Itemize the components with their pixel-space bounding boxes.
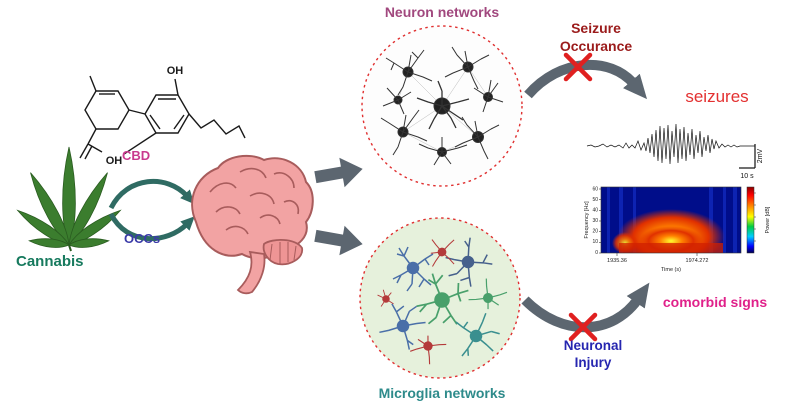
injury-block-cross-icon: [568, 312, 598, 342]
arrow-microglia-to-comorbid: [521, 282, 650, 333]
brain-icon: [191, 154, 314, 295]
arrow-brain-to-neurons: [314, 157, 363, 188]
cbd-occs-arrows: [108, 178, 195, 242]
microglia-network-image: [359, 217, 521, 379]
seizure-block-cross-icon: [563, 52, 593, 82]
spectro-ytick: 30: [592, 218, 598, 224]
spectro-ytick: 10: [592, 239, 598, 245]
arrow-brain-to-microglia: [314, 225, 363, 256]
comorbid-signs-label: comorbid signs: [662, 294, 768, 310]
seizures-label: seizures: [685, 87, 749, 106]
spectro-xtick-left: 1935.36: [607, 258, 627, 264]
spectro-colorbar-label: Power [dB]: [765, 206, 771, 233]
neuron-network-image: [361, 25, 523, 187]
occs-label: OCCs: [124, 231, 161, 246]
spectro-xlabel: Time (s): [661, 267, 681, 273]
oh-top-label: OH: [167, 65, 184, 77]
microglia-networks-title: Microglia networks: [378, 385, 506, 401]
neuronal-injury-label: Neuronal Injury: [563, 338, 623, 370]
spectro-xtick-right: 1974.272: [686, 258, 709, 264]
spectro-ytick: 0: [595, 250, 598, 256]
cannabis-leaf-icon: [16, 146, 122, 252]
eeg-trace: 2mV 10 s: [586, 123, 764, 180]
eeg-time-scale-label: 10 s: [740, 173, 754, 180]
cbd-label: CBD: [122, 148, 151, 163]
neuron-networks-title: Neuron networks: [384, 4, 500, 20]
spectro-colorbar: [746, 186, 755, 254]
cbd-molecule-structure: OH OH: [79, 65, 246, 167]
spectro-ytick: 50: [592, 197, 598, 203]
spectro-ytick: 20: [592, 229, 598, 235]
spectrogram-plot: 60 50 40 30 20 10 0 Frequency [Hz] 1935.…: [584, 186, 771, 274]
cannabis-label: Cannabis: [16, 253, 84, 270]
spectro-ytick: 60: [592, 187, 598, 193]
arrow-neurons-to-seizures: [524, 59, 648, 100]
spectro-ylabel: Frequency [Hz]: [584, 201, 590, 239]
spectro-ytick: 40: [592, 208, 598, 214]
oh-bottom-label: OH: [106, 155, 123, 167]
seizure-occurance-label: Seizure Occurance: [559, 20, 633, 54]
eeg-voltage-scale-label: 2mV: [757, 148, 764, 163]
